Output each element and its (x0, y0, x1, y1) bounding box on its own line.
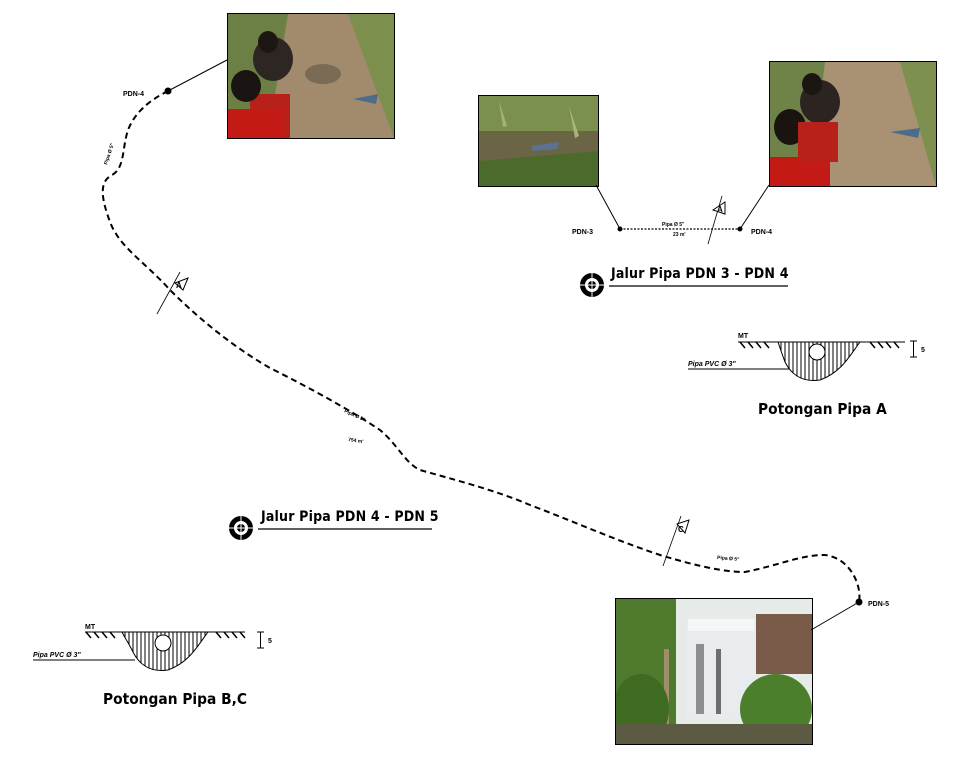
point-label-pdn3: PDN-3 (572, 229, 593, 236)
point-label-pdn4-right: PDN-4 (751, 229, 772, 236)
pipe-label-lower-diameter: Pipa Ø 5" (717, 555, 740, 563)
leader-line-pdn4-right (739, 184, 770, 230)
title-symbol-pdn4-pdn5 (229, 516, 253, 540)
svg-text:A: A (717, 205, 723, 214)
photo-pdn4-survey-right (769, 61, 937, 187)
leader-line-pdn5 (810, 601, 860, 631)
pipe-label-top-length: 23 m' (673, 232, 686, 238)
cross-section-a-ground-label: MT (738, 333, 749, 340)
point-marker-pdn4-right (737, 226, 743, 232)
photo-pdn4-survey-left (227, 13, 395, 139)
point-marker-pdn5 (855, 598, 863, 606)
section-marker-a-top: A (707, 195, 726, 245)
leader-line-pdn3 (595, 184, 621, 230)
pipe-label-top-diameter: Pipa Ø 5" (662, 222, 685, 228)
point-marker-pdn4-left (164, 87, 172, 95)
photo-pdn3-ground (478, 95, 599, 187)
pipe-label-main-length: 754 m' (348, 437, 364, 445)
point-marker-pdn3 (617, 226, 623, 232)
cross-section-a-heading: Potongan Pipa A (758, 400, 887, 418)
photo-pdn5-water-tank (615, 598, 813, 745)
cross-section-bc-ground-label: MT (85, 624, 96, 631)
cross-section-a: MT Pipa PVC Ø 3" 5 (688, 333, 925, 381)
point-label-pdn5: PDN-5 (868, 601, 889, 608)
leader-line-pdn4-left (167, 59, 228, 92)
svg-text:C: C (678, 525, 684, 534)
pipe-label-left-diameter: Pipa Ø 5" (103, 142, 116, 166)
title-symbol-pdn3-pdn4 (580, 273, 604, 297)
svg-text:A: A (176, 281, 182, 290)
cross-section-bc: MT Pipa PVC Ø 3" 5 (33, 624, 272, 671)
cross-section-a-pipe-label: Pipa PVC Ø 3" (688, 361, 736, 368)
route-title-pdn3-pdn4: Jalur Pipa PDN 3 - PDN 4 (611, 266, 789, 282)
pipe-route-pdn4-pdn5 (101, 90, 861, 603)
section-marker-c-right: C (662, 515, 690, 567)
route-title-pdn4-pdn5: Jalur Pipa PDN 4 - PDN 5 (261, 509, 439, 525)
cross-section-bc-depth-label: 5 (268, 638, 272, 645)
pipe-label-main-diameter: Pipa Ø 5" (343, 408, 366, 423)
point-label-pdn4-left: PDN-4 (123, 91, 144, 98)
section-marker-a-left: A (156, 271, 189, 315)
cross-section-bc-heading: Potongan Pipa B,C (103, 690, 248, 708)
cross-section-bc-pipe-label: Pipa PVC Ø 3" (33, 652, 81, 659)
cross-section-a-depth-label: 5 (921, 347, 925, 354)
